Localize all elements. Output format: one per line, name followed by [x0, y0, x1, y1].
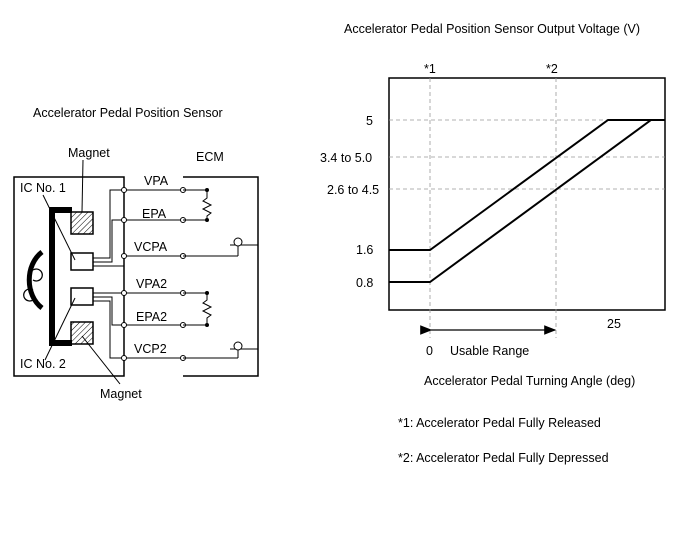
- leader-line: [42, 194, 76, 261]
- magnet-bottom-label: Magnet: [100, 387, 142, 401]
- magnet-top-label: Magnet: [68, 146, 110, 160]
- output-curve-upper: [389, 119, 665, 251]
- magnet-top: [70, 211, 94, 235]
- rotation-arrow-icon: [23, 288, 34, 302]
- leader-line: [81, 159, 84, 213]
- terminal-label-vpa2: VPA2: [136, 277, 167, 291]
- graph-title: Accelerator Pedal Position Sensor Output…: [344, 22, 640, 36]
- y-tick-2-6-to-4-5: 2.6 to 4.5: [327, 183, 379, 197]
- graph-guidelines: [389, 78, 665, 338]
- rotation-shaft: [26, 250, 44, 310]
- rotation-arrow-icon: [32, 268, 43, 282]
- x-tick-0: 0: [426, 344, 433, 358]
- y-tick-3-4-to-5-0: 3.4 to 5.0: [320, 151, 372, 165]
- output-curve-lower: [389, 119, 665, 283]
- y-tick-5: 5: [366, 114, 373, 128]
- terminal-label-vcpa: VCPA: [134, 240, 168, 254]
- y-tick-0-8: 0.8: [356, 276, 373, 290]
- terminal-label-vpa: VPA: [144, 174, 169, 188]
- y-tick-1-6: 1.6: [356, 243, 373, 257]
- terminal-lines: [124, 189, 183, 359]
- footnote-2: *2: Accelerator Pedal Fully Depressed: [398, 451, 609, 465]
- ecm-junctions: [205, 188, 209, 327]
- ic2-label: IC No. 2: [20, 357, 66, 371]
- vc-source-icon: [233, 341, 243, 351]
- leader-line: [44, 297, 76, 361]
- ecm-circuit: [183, 189, 258, 359]
- x-tick-25: 25: [607, 317, 621, 331]
- footnote-1: *1: Accelerator Pedal Fully Released: [398, 416, 601, 430]
- leader-line: [81, 335, 121, 385]
- magnet-bottom: [70, 321, 94, 345]
- ecm-label: ECM: [196, 150, 224, 164]
- sensor-title: Accelerator Pedal Position Sensor: [33, 106, 223, 120]
- ic1-label: IC No. 1: [20, 181, 66, 195]
- ecm-housing: [183, 176, 259, 377]
- terminal-label-epa: EPA: [142, 207, 167, 221]
- ic-wiring: [93, 189, 124, 359]
- marker-2-label: *2: [546, 62, 558, 76]
- terminal-label-vcp2: VCP2: [134, 342, 167, 356]
- terminal-label-epa2: EPA2: [136, 310, 167, 324]
- rotor-yoke: [49, 207, 72, 346]
- graph-frame: [388, 77, 666, 311]
- marker-1-label: *1: [424, 62, 436, 76]
- x-axis-label: Accelerator Pedal Turning Angle (deg): [424, 374, 635, 388]
- sensor-housing: [13, 176, 125, 377]
- usable-range-label: Usable Range: [450, 344, 529, 358]
- ic2-chip: [70, 287, 94, 306]
- vc-source-icon: [233, 237, 243, 247]
- ic1-chip: [70, 252, 94, 271]
